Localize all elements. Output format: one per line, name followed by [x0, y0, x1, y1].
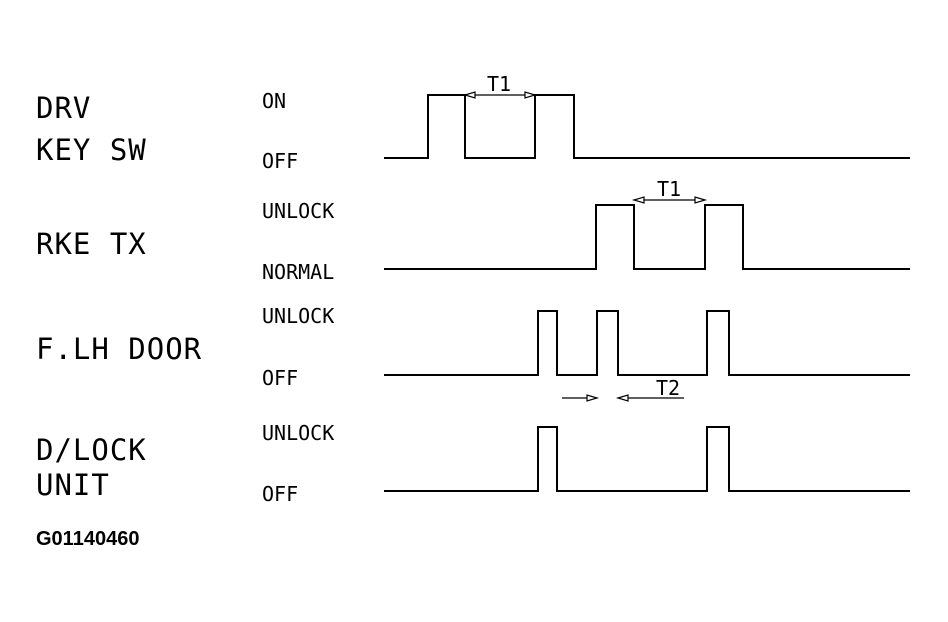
signal-label-line: F.LH DOOR [36, 332, 202, 366]
state-label-low: NORMAL [262, 260, 334, 284]
interval-marker-t1: T1 [631, 177, 708, 204]
signal-label-line: KEY SW [36, 133, 147, 167]
signal-flh-door: F.LH DOOR UNLOCK OFF T2 [36, 304, 910, 402]
signal-label-line: D/LOCK [36, 433, 147, 467]
signal-label-line: UNIT [36, 468, 110, 502]
state-label-high: UNLOCK [262, 304, 334, 328]
state-label-high: ON [262, 89, 286, 113]
waveform-rke-tx [384, 204, 910, 270]
state-label-low: OFF [262, 482, 298, 506]
waveform-flh-door [384, 310, 910, 376]
signal-drv-key-sw: DRV KEY SW ON OFF T1 [36, 72, 910, 173]
signal-label-line: DRV [36, 91, 91, 125]
waveform-drv-key-sw [384, 94, 910, 159]
signal-rke-tx: RKE TX UNLOCK NORMAL T1 [36, 177, 910, 284]
interval-marker-t2: T2 [562, 376, 684, 402]
interval-label: T1 [657, 177, 681, 201]
interval-label: T2 [656, 376, 680, 400]
state-label-high: UNLOCK [262, 421, 334, 445]
interval-label: T1 [487, 72, 511, 96]
signal-label-line: RKE TX [36, 227, 147, 261]
state-label-low: OFF [262, 366, 298, 390]
signal-dlock-unit: D/LOCK UNIT UNLOCK OFF [36, 421, 910, 506]
waveform-dlock-unit [384, 426, 910, 492]
state-label-high: UNLOCK [262, 199, 334, 223]
figure-id: G01140460 [36, 528, 139, 550]
state-label-low: OFF [262, 149, 298, 173]
interval-marker-t1: T1 [462, 72, 538, 99]
